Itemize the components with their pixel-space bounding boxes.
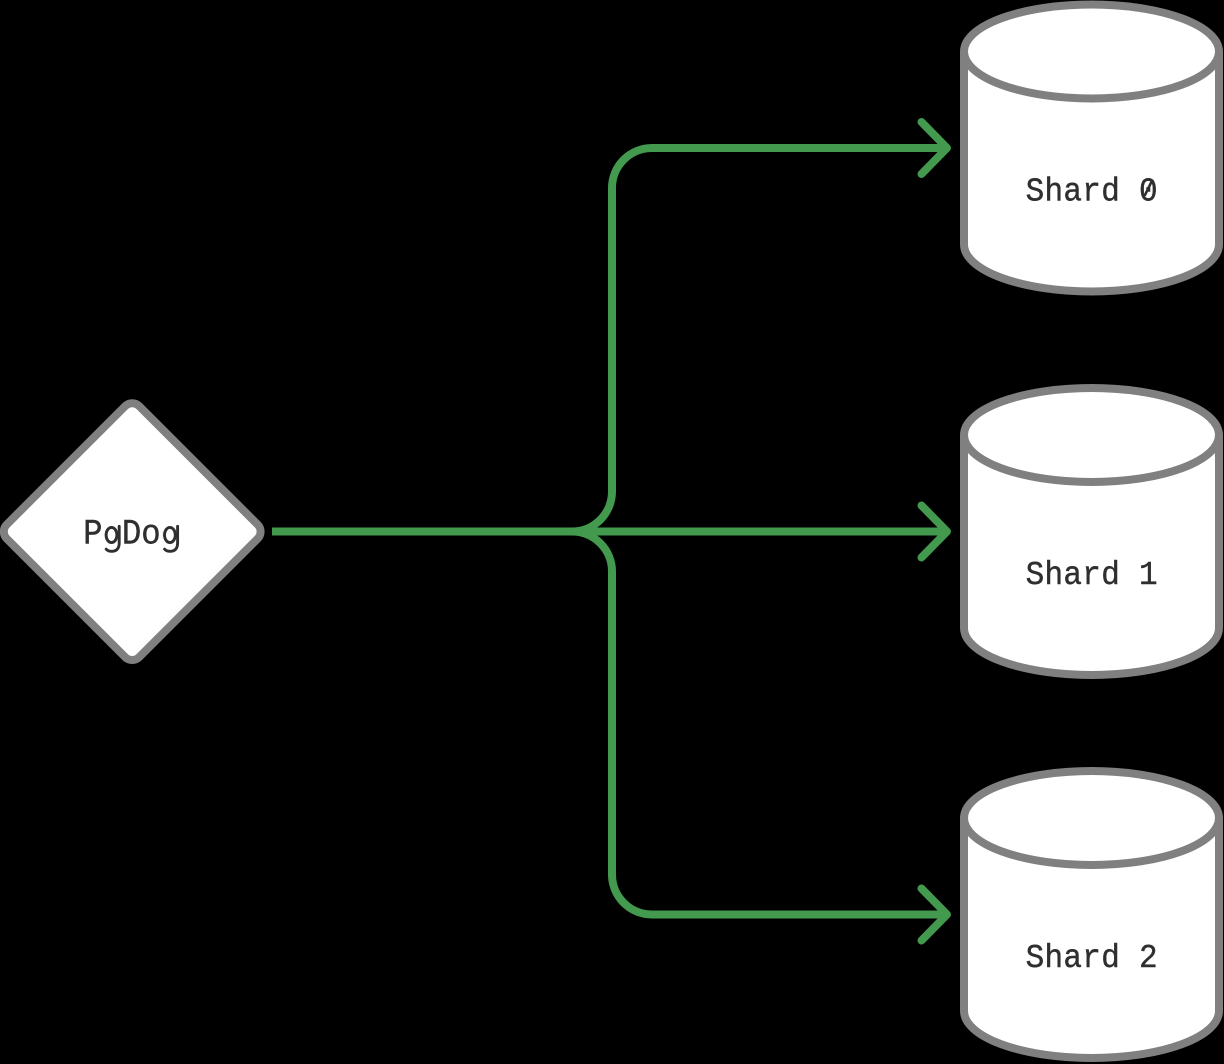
svg-text:Shard 0: Shard 0 [1026, 172, 1158, 211]
svg-text:Shard 1: Shard 1 [1026, 556, 1158, 595]
svg-text:Shard 2: Shard 2 [1026, 939, 1158, 978]
